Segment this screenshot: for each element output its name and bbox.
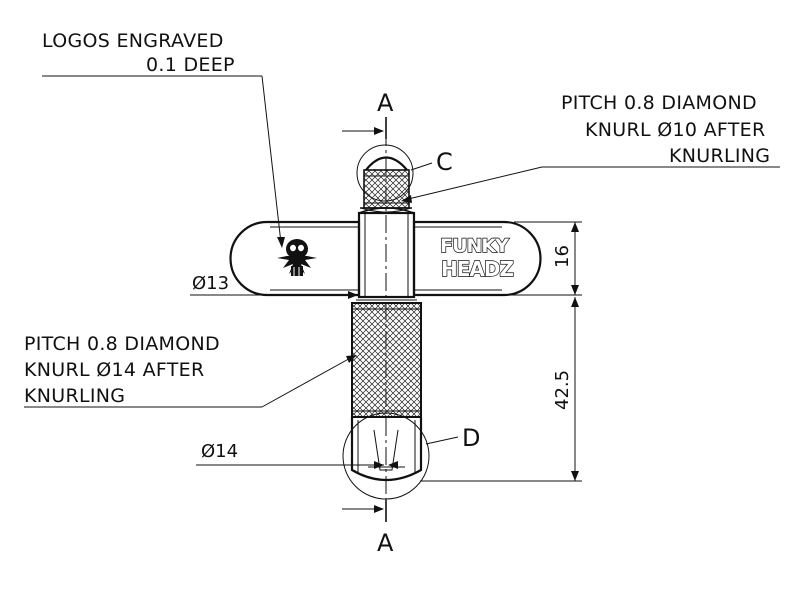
detail-circle-d: [342, 412, 430, 500]
dimension-o14-value: Ø14: [201, 441, 238, 462]
dimension-42-5-value: 42.5: [552, 370, 573, 410]
detail-label-c: C: [436, 148, 453, 176]
funky-headz-logo: FUNKY HEADZ: [439, 234, 515, 281]
dimension-16-value: 16: [552, 245, 573, 268]
note-logos-line1: LOGOS ENGRAVED: [42, 30, 224, 52]
note-knurl-10: PITCH 0.8 DIAMOND KNURL Ø10 AFTER KNURLI…: [401, 92, 780, 203]
dimension-body-diameter: Ø14: [196, 441, 398, 469]
dimension-o13-value: Ø13: [192, 273, 229, 294]
top-knurl-tip: [360, 156, 412, 213]
detail-circle-c: [356, 144, 414, 202]
note-knurl14-line1: PITCH 0.8 DIAMOND: [24, 333, 220, 355]
note-knurl14-line3: KNURLING: [24, 385, 125, 407]
note-logos-engraved: LOGOS ENGRAVED 0.1 DEEP: [42, 30, 285, 248]
logo-line2: HEADZ: [441, 257, 513, 281]
section-marker-top: A: [342, 89, 394, 139]
note-knurl10-line3: KNURLING: [669, 145, 770, 167]
note-knurl10-line1: PITCH 0.8 DIAMOND: [561, 92, 757, 114]
main-knurl-body: [351, 302, 422, 418]
dimension-body-length: 42.5: [414, 294, 582, 482]
note-knurl10-line2: KNURL Ø10 AFTER: [585, 119, 765, 141]
detail-label-d: D: [462, 424, 480, 452]
dimension-handle-width: 16: [514, 221, 582, 296]
section-label-bottom: A: [377, 529, 394, 557]
section-marker-bottom: A: [342, 500, 394, 557]
note-knurl14-line2: KNURL Ø14 AFTER: [24, 359, 204, 381]
logo-line1: FUNKY: [440, 235, 509, 257]
dimension-handle-diameter: Ø13: [190, 273, 358, 299]
section-label-top: A: [377, 89, 394, 117]
note-logos-line2: 0.1 DEEP: [146, 54, 235, 76]
skull-logo: [277, 239, 317, 276]
note-knurl-14: PITCH 0.8 DIAMOND KNURL Ø14 AFTER KNURLI…: [24, 333, 357, 408]
